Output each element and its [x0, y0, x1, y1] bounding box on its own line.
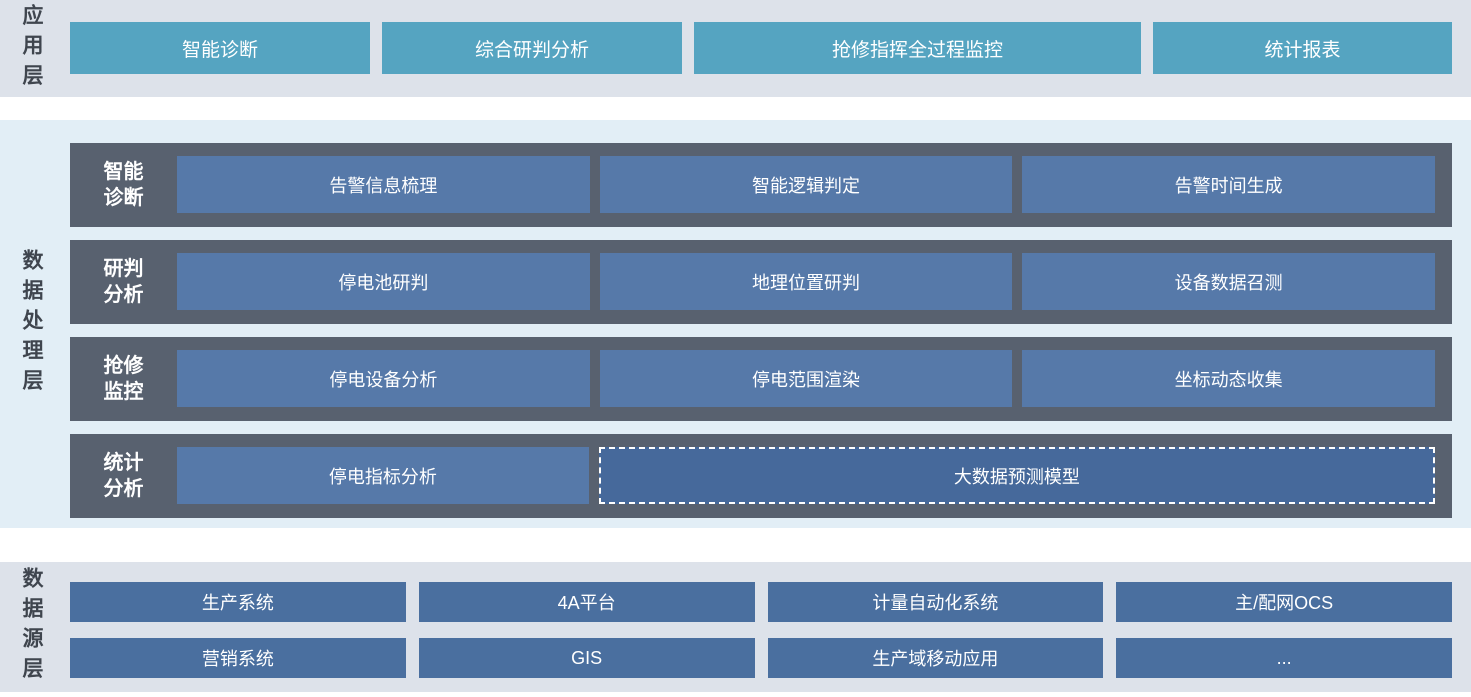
application-layer: 应用层 智能诊断 综合研判分析 抢修指挥全过程监控 统计报表 [0, 0, 1471, 97]
band-boxes: 停电指标分析 大数据预测模型 [177, 434, 1452, 518]
process-box-outage-indicator-analysis: 停电指标分析 [177, 447, 589, 504]
source-box-ellipsis: ... [1116, 638, 1452, 678]
application-button-row: 智能诊断 综合研判分析 抢修指挥全过程监控 统计报表 [70, 22, 1452, 74]
source-layer: 数据源层 生产系统 4A平台 计量自动化系统 主/配网OCS 营销系统 GIS … [0, 562, 1471, 692]
band-label: 抢修 监控 [70, 337, 177, 421]
process-box-alarm-info-sorting: 告警信息梳理 [177, 156, 590, 213]
band-label-line: 研判 [103, 258, 144, 280]
process-box-alarm-time-generation: 告警时间生成 [1022, 156, 1436, 213]
source-box-gis: GIS [418, 638, 755, 678]
processing-bands: 智能 诊断 告警信息梳理 智能逻辑判定 告警时间生成 研判 分析 停电池研判 地… [70, 143, 1452, 518]
band-repair-monitoring: 抢修 监控 停电设备分析 停电范围渲染 坐标动态收集 [70, 337, 1452, 421]
band-label-line: 分析 [103, 478, 144, 500]
process-box-intelligent-logic-judgment: 智能逻辑判定 [599, 156, 1013, 213]
process-box-geographic-location-analysis: 地理位置研判 [599, 253, 1013, 310]
app-box-statistical-reports: 统计报表 [1153, 22, 1452, 74]
source-box-marketing-system: 营销系统 [70, 638, 406, 678]
band-intelligent-diagnosis: 智能 诊断 告警信息梳理 智能逻辑判定 告警时间生成 [70, 143, 1452, 227]
processing-layer: 数据处理层 智能 诊断 告警信息梳理 智能逻辑判定 告警时间生成 研判 分析 [0, 120, 1471, 528]
application-layer-label: 应用层 [20, 3, 43, 94]
source-layer-label: 数据源层 [20, 567, 43, 687]
source-grid: 生产系统 4A平台 计量自动化系统 主/配网OCS 营销系统 GIS 生产域移动… [70, 582, 1452, 678]
band-label-line: 分析 [103, 284, 144, 306]
processing-layer-label: 数据处理层 [20, 249, 43, 399]
band-boxes: 告警信息梳理 智能逻辑判定 告警时间生成 [177, 143, 1452, 227]
band-label-line: 统计 [103, 452, 144, 474]
process-box-outage-device-analysis: 停电设备分析 [177, 350, 590, 407]
app-box-repair-command-monitoring: 抢修指挥全过程监控 [694, 22, 1141, 74]
app-box-intelligent-diagnosis: 智能诊断 [70, 22, 370, 74]
band-label-line: 智能 [103, 161, 144, 183]
band-label-line: 诊断 [103, 187, 144, 209]
band-label: 智能 诊断 [70, 143, 177, 227]
band-statistical-analysis: 统计 分析 停电指标分析 大数据预测模型 [70, 434, 1452, 518]
band-label-line: 监控 [103, 381, 144, 403]
band-boxes: 停电池研判 地理位置研判 设备数据召测 [177, 240, 1452, 324]
source-box-production-system: 生产系统 [70, 582, 406, 622]
app-box-comprehensive-analysis: 综合研判分析 [382, 22, 682, 74]
process-box-big-data-prediction-model: 大数据预测模型 [598, 447, 1435, 504]
band-judgment-analysis: 研判 分析 停电池研判 地理位置研判 设备数据召测 [70, 240, 1452, 324]
process-box-coordinate-dynamic-collection: 坐标动态收集 [1022, 350, 1436, 407]
band-boxes: 停电设备分析 停电范围渲染 坐标动态收集 [177, 337, 1452, 421]
band-label: 研判 分析 [70, 240, 177, 324]
process-box-outage-range-rendering: 停电范围渲染 [599, 350, 1013, 407]
process-box-device-data-call-test: 设备数据召测 [1022, 253, 1436, 310]
process-box-outage-pool-analysis: 停电池研判 [177, 253, 590, 310]
band-label-line: 抢修 [103, 355, 144, 377]
source-box-production-mobile-app: 生产域移动应用 [767, 638, 1104, 678]
source-box-4a-platform: 4A平台 [418, 582, 755, 622]
source-box-main-distribution-ocs: 主/配网OCS [1116, 582, 1452, 622]
band-label: 统计 分析 [70, 434, 177, 518]
source-box-metering-automation-system: 计量自动化系统 [767, 582, 1104, 622]
